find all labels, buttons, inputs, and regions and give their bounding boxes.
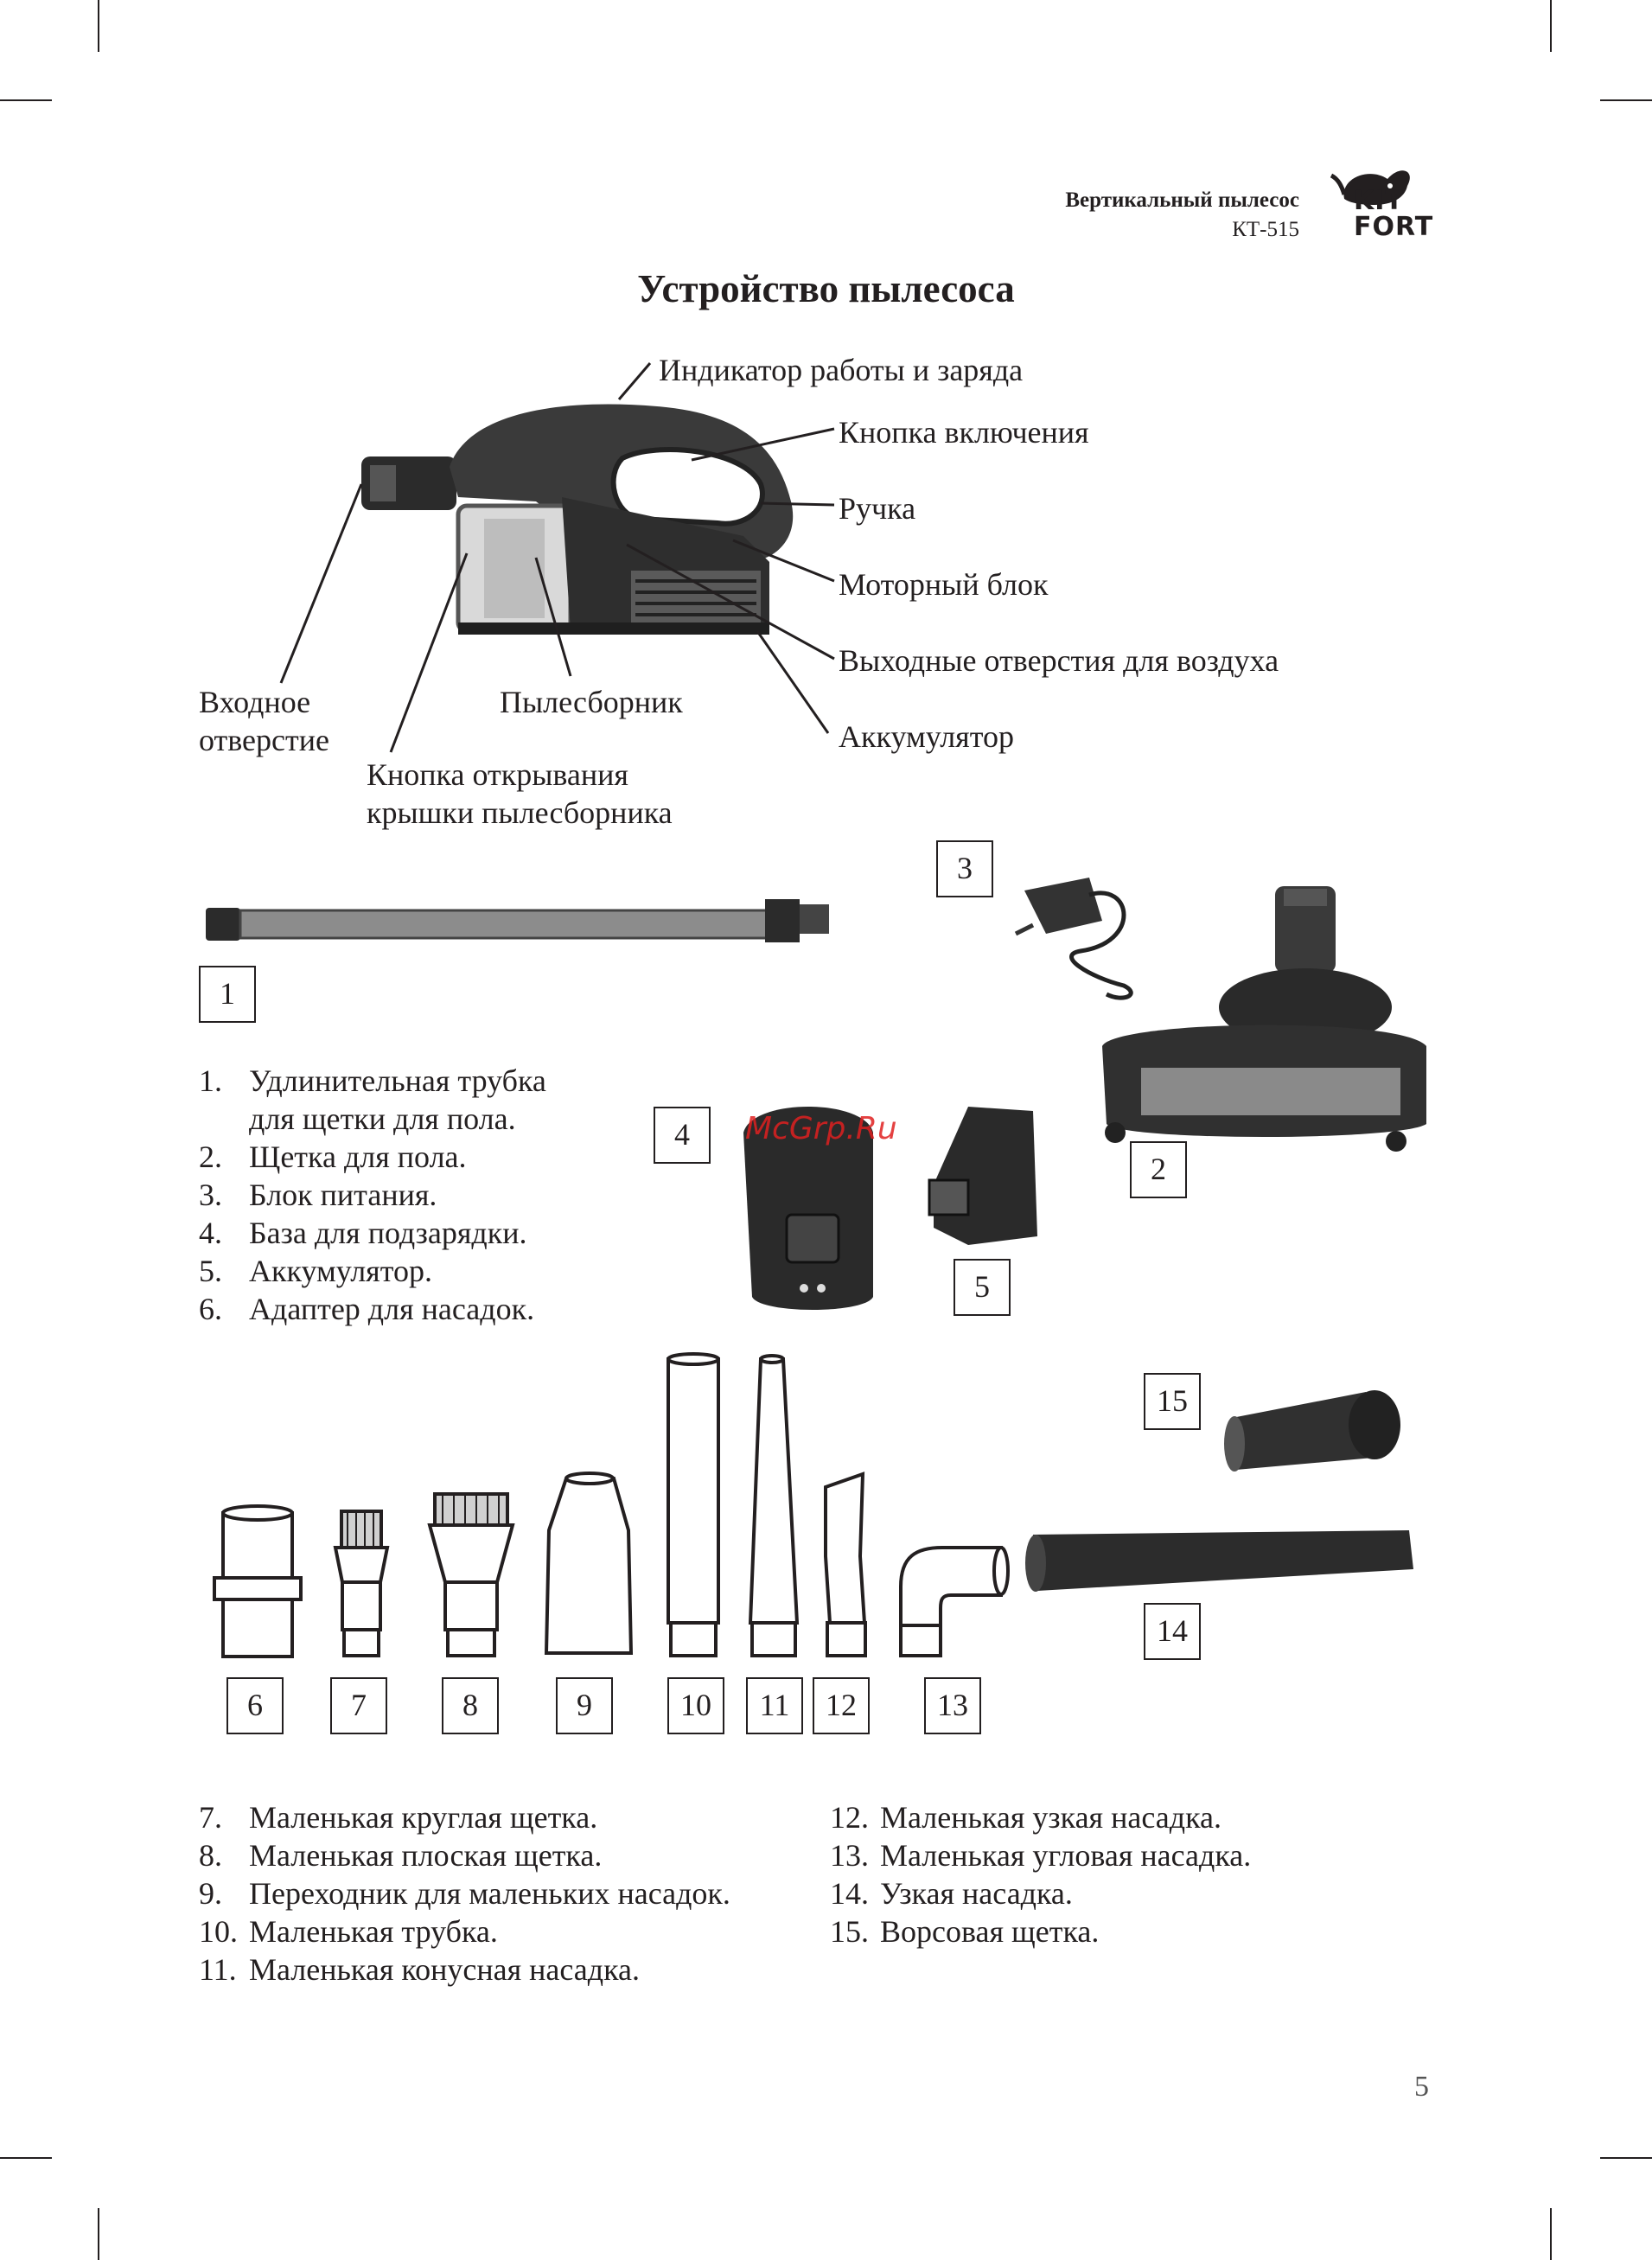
list-item: 5.Аккумулятор. — [199, 1254, 432, 1288]
list-item: 14.Узкая насадка. — [830, 1876, 1073, 1911]
product-title: Вертикальный пылесос — [1065, 188, 1299, 212]
floor-brush-illustration — [1102, 886, 1426, 1152]
list-item: 6.Адаптер для насадок. — [199, 1292, 535, 1326]
page-number: 5 — [1414, 2071, 1429, 2103]
crop-mark — [0, 99, 52, 101]
list-item: 1.Удлинительная трубка — [199, 1063, 546, 1098]
label-motor-unit: Моторный блок — [839, 567, 1049, 602]
label-power-button: Кнопка включения — [839, 415, 1089, 450]
label-handle: Ручка — [839, 491, 916, 526]
list-item: 11.Маленькая конусная насадка. — [199, 1952, 641, 1987]
list-item: 9.Переходник для маленьких насадок. — [199, 1876, 730, 1911]
list-item: 2.Щетка для пола. — [199, 1140, 467, 1174]
logo-line-1: KIT — [1354, 186, 1404, 216]
list-item: 12.Маленькая узкая насадка. — [830, 1800, 1221, 1835]
crop-mark — [1600, 99, 1652, 101]
label-lid-button-line-1: Кнопка открывания — [367, 757, 628, 792]
item-number-10: 10 — [667, 1677, 724, 1734]
crop-mark — [1600, 2157, 1652, 2159]
item-number-11: 11 — [746, 1677, 803, 1734]
item-number-8: 8 — [442, 1677, 499, 1734]
label-dust-container: Пылесборник — [500, 685, 683, 719]
item-number-9: 9 — [556, 1677, 613, 1734]
item-number-4: 4 — [654, 1107, 711, 1164]
list-item: 15.Ворсовая щетка. — [830, 1914, 1100, 1949]
label-battery: Аккумулятор — [839, 719, 1014, 754]
battery-illustration — [928, 1107, 1037, 1245]
crop-mark — [0, 2157, 52, 2159]
list-item: 8.Маленькая плоская щетка. — [199, 1838, 603, 1873]
bristle-brush-illustration — [1224, 1390, 1400, 1472]
crop-mark — [1550, 0, 1552, 52]
item-number-5: 5 — [954, 1259, 1011, 1316]
label-inlet-line-2: отверстие — [199, 723, 329, 757]
item-number-6: 6 — [226, 1677, 284, 1734]
power-supply-illustration — [1014, 878, 1133, 1000]
label-lid-button-line-2: крышки пылесборника — [367, 795, 673, 830]
item-number-7: 7 — [330, 1677, 387, 1734]
crop-mark — [1550, 2208, 1552, 2260]
item-number-15: 15 — [1144, 1373, 1201, 1430]
charging-base-illustration — [743, 1107, 873, 1310]
item-number-1: 1 — [199, 966, 256, 1023]
label-air-outlets: Выходные отверстия для воздуха — [839, 643, 1279, 678]
list-item: 7.Маленькая круглая щетка. — [199, 1800, 598, 1835]
item-number-12: 12 — [813, 1677, 870, 1734]
logo-text: KIT FORT — [1354, 188, 1433, 240]
label-inlet-line-1: Входное — [199, 685, 311, 719]
kitfort-logo-icon — [1330, 170, 1410, 205]
model-number: КТ-515 — [1232, 218, 1299, 241]
label-indicator: Индикатор работы и заряда — [659, 353, 1024, 387]
list-item: 10.Маленькая трубка. — [199, 1914, 498, 1949]
list-item: 3.Блок питания. — [199, 1178, 437, 1212]
crop-mark — [98, 2208, 99, 2260]
label-inlet: Входное отверстие — [199, 683, 329, 759]
accessory-list-2-right: 12.Маленькая узкая насадка. 13.Маленькая… — [830, 1798, 1349, 1950]
logo-line-2: FORT — [1354, 212, 1434, 242]
item-number-2: 2 — [1130, 1141, 1187, 1198]
page-title: Устройство пылесоса — [637, 267, 1015, 310]
list-item: 13.Маленькая угловая насадка. — [830, 1838, 1252, 1873]
item-number-14: 14 — [1144, 1603, 1201, 1660]
small-accessories-illustrations — [213, 1352, 1010, 1658]
list-item: 4.База для подзарядки. — [199, 1216, 527, 1250]
item-number-13: 13 — [924, 1677, 981, 1734]
list-item: для щетки для пола. — [249, 1101, 516, 1136]
vacuum-main-unit-illustration — [361, 404, 794, 635]
label-lid-button: Кнопка открывания крышки пылесборника — [367, 756, 673, 832]
watermark: McGrp.Ru — [745, 1111, 897, 1146]
crevice-nozzle-illustration — [1025, 1530, 1413, 1592]
accessory-list-2-left: 7.Маленькая круглая щетка. 8.Маленькая п… — [199, 1798, 804, 1989]
crop-mark — [98, 0, 99, 52]
item-number-3: 3 — [936, 840, 993, 897]
extension-tube-illustration — [206, 899, 829, 942]
accessory-list-1: 1.Удлинительная трубка для щетки для пол… — [199, 1062, 648, 1328]
